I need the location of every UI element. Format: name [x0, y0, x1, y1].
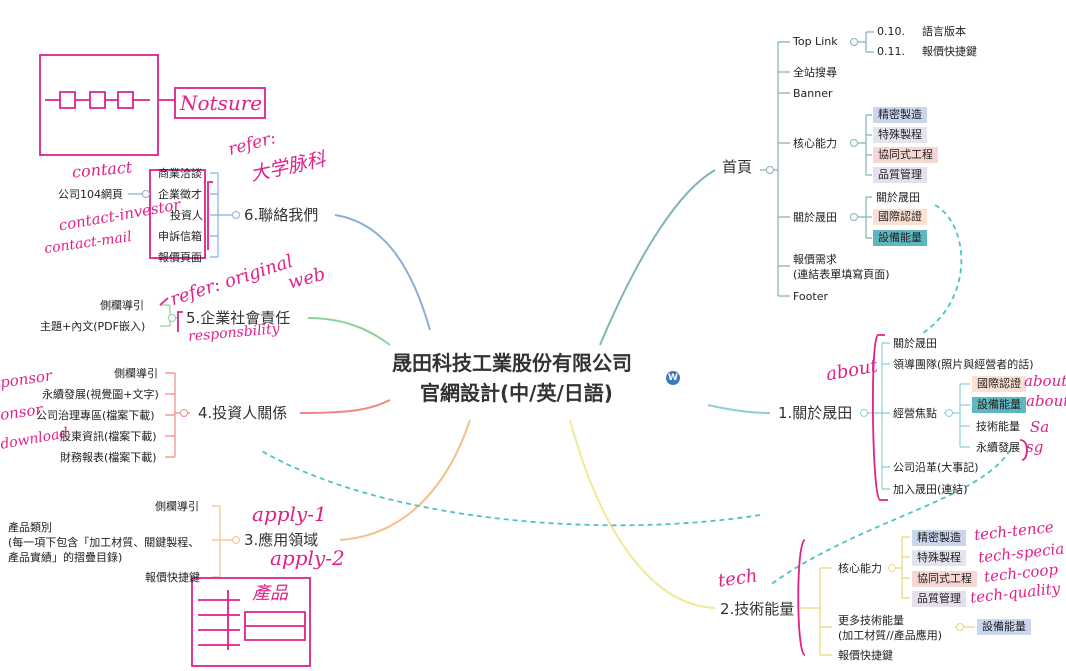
home-about-child-3[interactable]: 設備能量 — [873, 230, 927, 247]
branch-apps-label[interactable]: 3.應用領域 — [244, 531, 319, 549]
annotation-not-sure: Notsure — [180, 91, 263, 115]
home-top-link-child-1-num: 0.10. — [877, 25, 905, 38]
home-core-child-2[interactable]: 特殊製程 — [873, 127, 927, 144]
home-about[interactable]: 關於晟田 — [793, 211, 837, 224]
contact-link-104[interactable]: 公司104網頁 — [58, 188, 123, 201]
about-focus-child-1[interactable]: 國際認證 — [972, 376, 1026, 393]
annotation-about-right-1: about — [1024, 372, 1066, 390]
home-core[interactable]: 核心能力 — [793, 137, 837, 150]
tech-core-child-1[interactable]: 精密製造 — [912, 530, 966, 547]
investor-item-3[interactable]: 公司治理專區(檔案下載) — [36, 409, 155, 422]
contact-item-2[interactable]: 企業徵才 — [158, 188, 202, 201]
investor-item-5[interactable]: 財務報表(檔案下載) — [60, 451, 157, 464]
home-core-child-1[interactable]: 精密製造 — [873, 107, 927, 124]
about-item-join[interactable]: 加入晟田(連結) — [893, 483, 968, 496]
home-core-child-4[interactable]: 品質管理 — [873, 167, 927, 184]
annotation-about-right-2: about-t — [1026, 392, 1066, 410]
collapse-toggle[interactable] — [945, 409, 953, 417]
csr-item-1[interactable]: 側欄導引 — [100, 299, 144, 312]
collapse-toggle[interactable] — [142, 190, 150, 198]
home-quote-line2: (連結表單填寫頁面) — [793, 268, 890, 281]
collapse-toggle[interactable] — [860, 409, 868, 417]
contact-item-1[interactable]: 商業洽談 — [158, 167, 202, 180]
branch-home-label[interactable]: 首頁 — [722, 158, 753, 176]
home-core-child-3[interactable]: 協同式工程 — [873, 147, 938, 164]
home-top-link[interactable]: Top Link — [793, 35, 838, 48]
collapse-toggle[interactable] — [766, 166, 774, 174]
contact-item-5[interactable]: 報價頁面 — [158, 251, 202, 264]
home-quote-line1[interactable]: 報價需求 — [793, 253, 837, 266]
home-top-link-child-1-label[interactable]: 語言版本 — [922, 25, 966, 38]
annotation-apply-1: apply-1 — [252, 502, 327, 526]
tech-item-quote[interactable]: 報價快捷鍵 — [838, 649, 893, 662]
about-focus-child-4[interactable]: 永續發展 — [976, 441, 1020, 454]
branch-csr — [307, 317, 391, 346]
tech-core-child-3[interactable]: 協同式工程 — [912, 571, 977, 588]
relation-line-3 — [259, 449, 761, 527]
branch-investor-label[interactable]: 4.投資人關係 — [198, 404, 288, 422]
annotation-apply-2: apply-2 — [270, 546, 345, 570]
center-title-line2: 官網設計(中/英/日語) — [420, 381, 613, 405]
home-top-link-child-2-num: 0.11. — [877, 45, 905, 58]
relation-line-1 — [919, 204, 963, 336]
collapse-toggle[interactable] — [168, 314, 176, 322]
collapse-toggle[interactable] — [850, 139, 858, 147]
home-search[interactable]: 全站搜尋 — [793, 66, 837, 79]
wordpress-icon: W — [666, 371, 680, 385]
branch-csr-label[interactable]: 5.企業社會責任 — [186, 309, 291, 327]
tech-more-child[interactable]: 設備能量 — [977, 619, 1031, 636]
apps-item-sidebar[interactable]: 側欄導引 — [155, 500, 199, 513]
home-banner[interactable]: Banner — [793, 87, 833, 100]
annotation-sg-2: sg — [1026, 438, 1044, 456]
branch-about-label[interactable]: 1.關於晟田 — [778, 404, 853, 422]
about-item-focus[interactable]: 經營焦點 — [893, 407, 937, 420]
branch-about — [707, 404, 771, 414]
collapse-toggle[interactable] — [850, 213, 858, 221]
home-top-link-child-2-label[interactable]: 報價快捷鍵 — [922, 45, 977, 58]
csr-item-2[interactable]: 主題+內文(PDF嵌入) — [40, 320, 146, 333]
contact-item-3[interactable]: 投資人 — [170, 209, 203, 222]
tech-item-more-line2: (加工材質//產品應用) — [838, 629, 942, 642]
investor-item-1[interactable]: 側欄導引 — [114, 367, 158, 380]
branch-tech — [569, 419, 716, 609]
branch-investor — [299, 399, 391, 414]
relation-line-2 — [769, 449, 1011, 586]
home-about-child-1[interactable]: 關於晟田 — [876, 191, 920, 204]
handwritten-marks — [39, 54, 1028, 667]
branch-apps — [339, 419, 471, 541]
investor-item-2[interactable]: 永續發展(視覺圖+文字) — [42, 388, 159, 401]
branch-home — [599, 169, 716, 346]
branch-contact-label[interactable]: 6.聯絡我們 — [244, 206, 319, 224]
tech-core-child-4[interactable]: 品質管理 — [912, 591, 966, 608]
collapse-toggle[interactable] — [180, 409, 188, 417]
about-focus-child-3[interactable]: 技術能量 — [976, 420, 1020, 433]
home-footer[interactable]: Footer — [793, 290, 828, 303]
center-title-line1: 晟田科技工業股份有限公司 — [392, 351, 632, 375]
collapse-toggle[interactable] — [232, 211, 240, 219]
about-item-leaders[interactable]: 領導團隊(照片與經營者的話) — [893, 358, 1034, 371]
investor-item-4[interactable]: 股東資訊(檔案下載) — [60, 430, 157, 443]
about-item-about[interactable]: 關於晟田 — [893, 337, 937, 350]
apps-item-product-line3: 產品實績」的摺疊目錄) — [8, 551, 123, 564]
about-item-history[interactable]: 公司沿革(大事記) — [893, 461, 979, 474]
tech-item-more-line1[interactable]: 更多技術能量 — [838, 614, 904, 627]
branch-contact — [334, 214, 431, 331]
collapse-toggle[interactable] — [850, 38, 858, 46]
apps-item-product-line1[interactable]: 產品類別 — [8, 521, 52, 534]
collapse-toggle[interactable] — [956, 623, 964, 631]
tech-item-core[interactable]: 核心能力 — [838, 562, 882, 575]
about-focus-child-2[interactable]: 設備能量 — [972, 397, 1026, 414]
collapse-toggle[interactable] — [232, 536, 240, 544]
branch-tech-label[interactable]: 2.技術能量 — [720, 600, 795, 618]
annotation-product: 產品 — [252, 583, 288, 604]
apps-item-quote[interactable]: 報價快捷鍵 — [145, 571, 200, 584]
home-about-child-2[interactable]: 國際認證 — [873, 209, 927, 226]
apps-item-product-line2: (每一項下包含「加工材質、關鍵製程、 — [8, 536, 200, 549]
contact-item-4[interactable]: 申訴信箱 — [158, 230, 202, 243]
annotation-sg-1: Sa — [1030, 418, 1050, 436]
tech-core-child-2[interactable]: 特殊製程 — [912, 550, 966, 567]
collapse-toggle[interactable] — [888, 564, 896, 572]
